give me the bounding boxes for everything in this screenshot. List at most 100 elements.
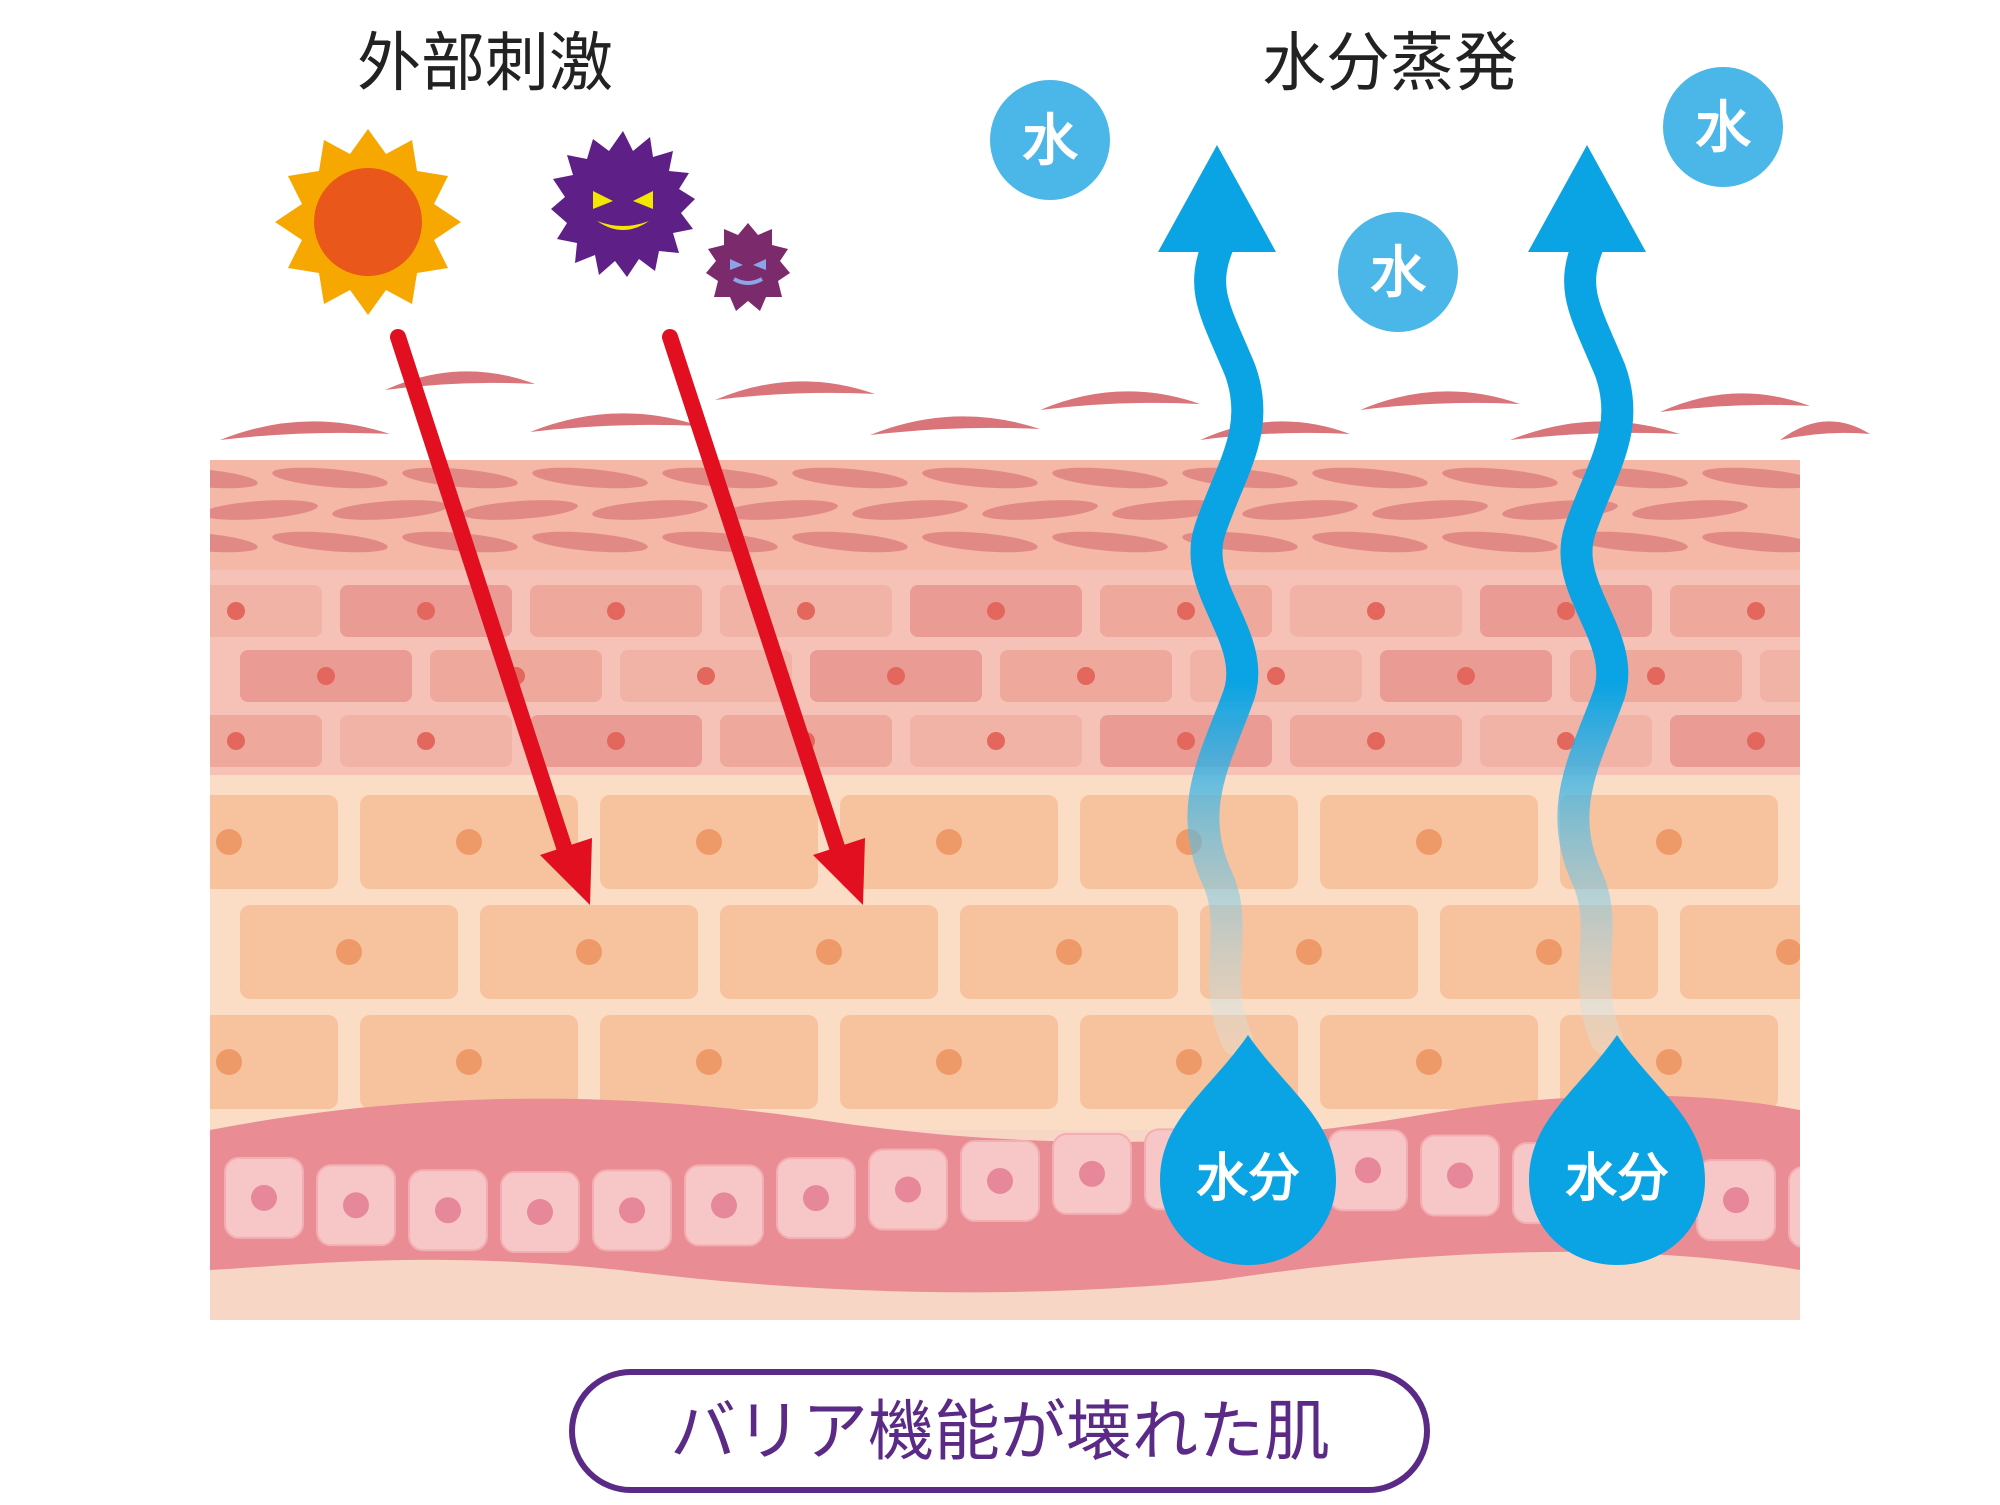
cell-nucleus xyxy=(1177,602,1195,620)
cell-nucleus xyxy=(227,602,245,620)
spinous-cells xyxy=(210,795,2000,1109)
stimulus-arrow-1 xyxy=(390,329,592,905)
flake xyxy=(715,381,875,400)
flake xyxy=(1360,391,1520,410)
cell-nucleus xyxy=(1815,1194,1841,1220)
cell-nucleus xyxy=(1416,1049,1442,1075)
flake xyxy=(1200,421,1350,440)
cell-nucleus xyxy=(456,829,482,855)
cell-nucleus xyxy=(1457,667,1475,685)
corneum-scale xyxy=(272,467,388,489)
cell-nucleus xyxy=(527,1198,553,1225)
caption-text: バリア機能が壊れた肌 xyxy=(670,1393,1330,1470)
corneum-scale xyxy=(1702,467,1800,489)
cell-nucleus xyxy=(1177,732,1195,750)
cell-nucleus xyxy=(1776,939,1800,965)
flake xyxy=(530,413,700,432)
skin-cross-section xyxy=(210,460,2000,1320)
cell-nucleus xyxy=(251,1184,277,1211)
cell-nucleus xyxy=(317,667,335,685)
corneum-scale xyxy=(792,531,908,553)
granular-cell xyxy=(1670,715,1800,767)
water-bubble-2-label: 水 xyxy=(1370,241,1427,306)
cell-nucleus xyxy=(456,1049,482,1075)
cell-nucleus xyxy=(1723,1187,1749,1214)
cell-nucleus xyxy=(1176,1049,1202,1075)
caption-box: バリア機能が壊れた肌 xyxy=(569,1369,1430,1493)
cell-nucleus xyxy=(1447,1162,1473,1189)
cell-nucleus xyxy=(816,939,842,965)
spinous-cell xyxy=(1800,795,2000,889)
granular-cell xyxy=(210,715,322,767)
cell-nucleus xyxy=(1747,602,1765,620)
water-bubble-3: 水 xyxy=(1663,67,1783,187)
cell-nucleus xyxy=(417,602,435,620)
cell-nucleus xyxy=(607,732,625,750)
cell-nucleus xyxy=(987,732,1005,750)
cell-nucleus xyxy=(1079,1160,1105,1187)
cell-nucleus xyxy=(1536,939,1562,965)
cell-nucleus xyxy=(227,732,245,750)
evaporation-arrow-2 xyxy=(1528,145,1646,1056)
spinous-cell xyxy=(210,795,338,889)
corneum-scale xyxy=(1372,500,1488,520)
cell-nucleus xyxy=(1077,667,1095,685)
corneum-scale xyxy=(462,500,578,520)
cell-nucleus xyxy=(1296,939,1322,965)
flake xyxy=(1510,421,1680,440)
corneum-scale xyxy=(1442,467,1558,489)
corneum-scale xyxy=(852,500,968,520)
corneum-scale xyxy=(792,467,908,489)
cell-nucleus xyxy=(216,829,242,855)
cell-nucleus xyxy=(1557,602,1575,620)
cell-nucleus xyxy=(987,1167,1013,1194)
corneum-scale xyxy=(1312,467,1428,489)
basal-cell xyxy=(1788,1166,1800,1248)
cell-nucleus xyxy=(1896,829,1922,855)
moisture-drop-2-label: 水分 xyxy=(1565,1149,1669,1209)
corneum-scale xyxy=(532,531,648,553)
cell-nucleus xyxy=(1656,829,1682,855)
spinous-cell xyxy=(1800,1015,2000,1109)
cell-nucleus xyxy=(1557,732,1575,750)
cell-nucleus xyxy=(1747,732,1765,750)
cell-nucleus xyxy=(343,1192,369,1219)
corneum-scale xyxy=(592,500,708,520)
external-stimulus-label: 外部刺激 xyxy=(357,27,613,101)
corneum-scale xyxy=(1312,531,1428,553)
water-bubble-1-label: 水 xyxy=(1022,109,1079,174)
cell-nucleus xyxy=(1416,829,1442,855)
cell-nucleus xyxy=(1656,1049,1682,1075)
cell-nucleus xyxy=(1647,667,1665,685)
surface-flakes xyxy=(220,371,1870,440)
flake xyxy=(385,371,535,390)
granular-cell xyxy=(1670,585,1800,637)
cell-nucleus xyxy=(336,939,362,965)
water-bubble-2: 水 xyxy=(1338,212,1458,332)
corneum-scale xyxy=(722,500,838,520)
cell-nucleus xyxy=(797,602,815,620)
corneum-scale xyxy=(210,531,258,553)
evaporation-label: 水分蒸発 xyxy=(1262,27,1518,101)
granular-cell xyxy=(1760,650,1800,702)
germ-small-icon xyxy=(706,223,790,311)
cell-nucleus xyxy=(803,1185,829,1212)
stimulus-arrow-2 xyxy=(662,329,865,905)
corneum-scale xyxy=(210,467,258,489)
cell-nucleus xyxy=(936,1049,962,1075)
corneum-scale xyxy=(1242,500,1358,520)
corneum-scale xyxy=(210,500,318,520)
flake xyxy=(1660,393,1810,412)
cell-nucleus xyxy=(619,1197,645,1224)
cell-nucleus xyxy=(216,1049,242,1075)
corneum-scale xyxy=(922,531,1038,553)
cell-nucleus xyxy=(1267,667,1285,685)
corneum-scale xyxy=(1052,467,1168,489)
cell-nucleus xyxy=(1896,1049,1922,1075)
cell-nucleus xyxy=(1367,602,1385,620)
cell-nucleus xyxy=(1367,732,1385,750)
corneum-scale xyxy=(922,467,1038,489)
cell-nucleus xyxy=(697,667,715,685)
cell-nucleus xyxy=(607,602,625,620)
